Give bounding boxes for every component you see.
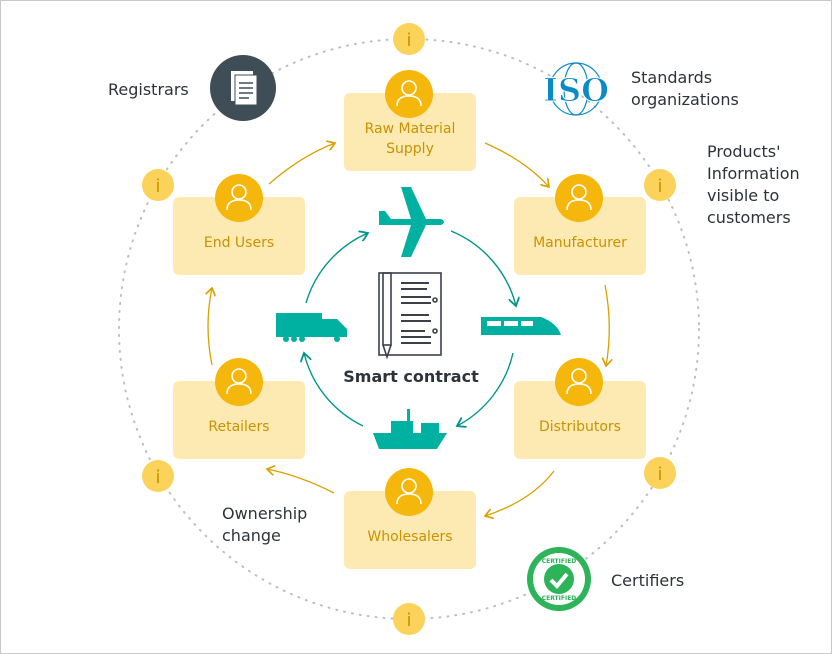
info-icon: i — [644, 457, 676, 489]
stage-distributors: Distributors — [514, 381, 646, 459]
smart-contract-label: Smart contract — [343, 367, 479, 386]
svg-text:i: i — [657, 176, 662, 197]
svg-text:i: i — [155, 176, 160, 197]
truck-icon — [276, 313, 347, 342]
svg-text:CERTIFIED: CERTIFIED — [542, 595, 577, 602]
svg-text:ISO: ISO — [543, 71, 609, 109]
info-icon: i — [142, 169, 174, 201]
svg-text:i: i — [406, 30, 411, 51]
stage-raw-material-supply: Raw Material Supply — [344, 93, 476, 171]
info-icon: i — [393, 603, 425, 635]
train-icon — [481, 317, 561, 335]
info-icon: i — [393, 23, 425, 55]
info-icon: i — [142, 460, 174, 492]
stage-wholesalers: Wholesalers — [344, 491, 476, 569]
airplane-icon — [379, 187, 444, 257]
iso-logo: ISO — [543, 62, 609, 116]
registrars-label: Registrars — [108, 80, 189, 99]
certified-badge-icon: CERTIFIED CERTIFIED — [527, 547, 591, 611]
info-icons: i i i i i i — [142, 23, 676, 635]
ownership-change-label: Ownership change — [222, 504, 308, 545]
products-info-label: Products' Information visible to custome… — [707, 142, 800, 227]
svg-text:i: i — [155, 467, 160, 488]
teal-transport-arrows — [304, 231, 516, 426]
registrars-icon — [210, 55, 276, 121]
orange-flow-arrows — [208, 143, 609, 516]
smart-contract-document-icon — [378, 272, 442, 360]
ship-icon — [373, 409, 447, 449]
stage-end-users: End Users — [173, 197, 305, 275]
standards-label: Standards organizations — [631, 68, 739, 109]
svg-text:i: i — [406, 610, 411, 631]
stage-manufacturer: Manufacturer — [514, 197, 646, 275]
svg-text:i: i — [657, 464, 662, 485]
svg-text:CERTIFIED: CERTIFIED — [542, 558, 577, 565]
certifiers-label: Certifiers — [611, 571, 685, 590]
info-icon: i — [644, 169, 676, 201]
stage-retailers: Retailers — [173, 381, 305, 459]
